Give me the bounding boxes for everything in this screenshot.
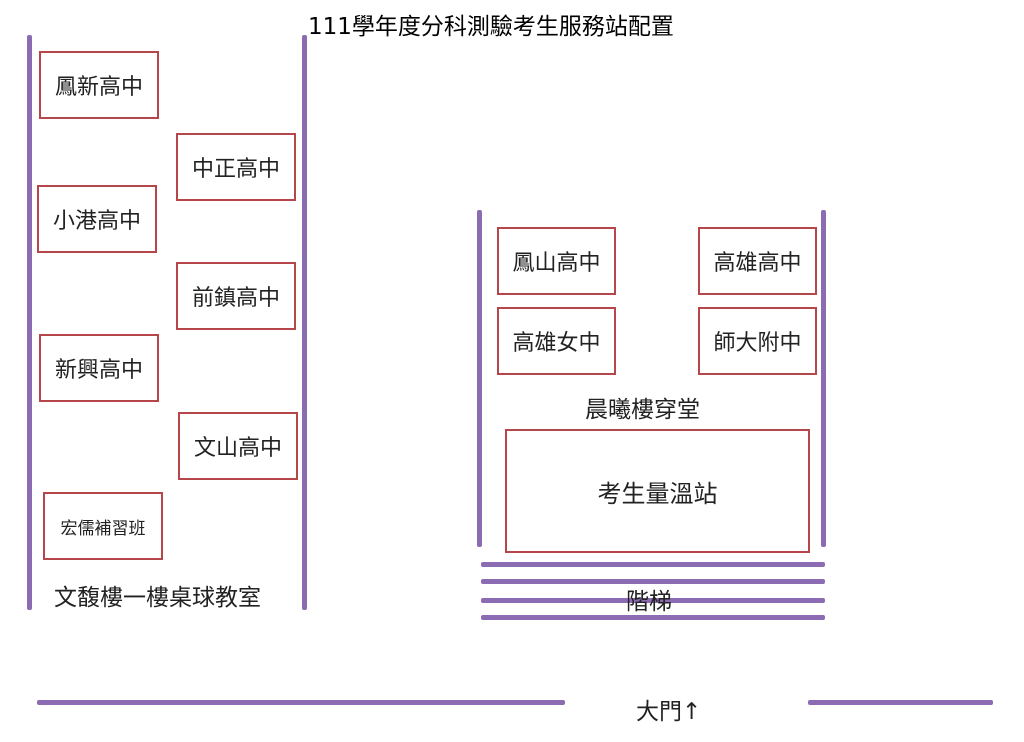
right-building-wall-left — [477, 210, 482, 547]
station-box: 新興高中 — [39, 334, 159, 402]
right-building-wall-right — [821, 210, 826, 547]
temperature-station-box: 考生量溫站 — [505, 429, 810, 553]
diagram-title: 111學年度分科測驗考生服務站配置 — [308, 14, 674, 40]
stairs-label: 階梯 — [626, 589, 672, 615]
station-box: 高雄女中 — [497, 307, 616, 375]
station-box: 宏儒補習班 — [43, 492, 163, 560]
station-box: 中正高中 — [176, 133, 296, 201]
station-box: 鳳山高中 — [497, 227, 616, 295]
fence-line-left — [37, 700, 565, 705]
left-building-label: 文馥樓一樓桌球教室 — [54, 585, 261, 611]
gate-label: 大門↑ — [636, 699, 702, 725]
stair-line — [481, 615, 825, 620]
station-box: 前鎮高中 — [176, 262, 296, 330]
stair-line — [481, 562, 825, 567]
station-box: 小港高中 — [37, 185, 157, 253]
station-box: 高雄高中 — [698, 227, 817, 295]
fence-line-right — [808, 700, 993, 705]
station-box: 師大附中 — [698, 307, 817, 375]
left-building-wall-right — [302, 35, 307, 610]
stair-line — [481, 579, 825, 584]
right-building-label: 晨曦樓穿堂 — [585, 397, 700, 423]
station-box: 鳳新高中 — [39, 51, 159, 119]
stair-line — [481, 598, 825, 603]
left-building-wall-left — [27, 35, 32, 610]
station-box: 文山高中 — [178, 412, 298, 480]
